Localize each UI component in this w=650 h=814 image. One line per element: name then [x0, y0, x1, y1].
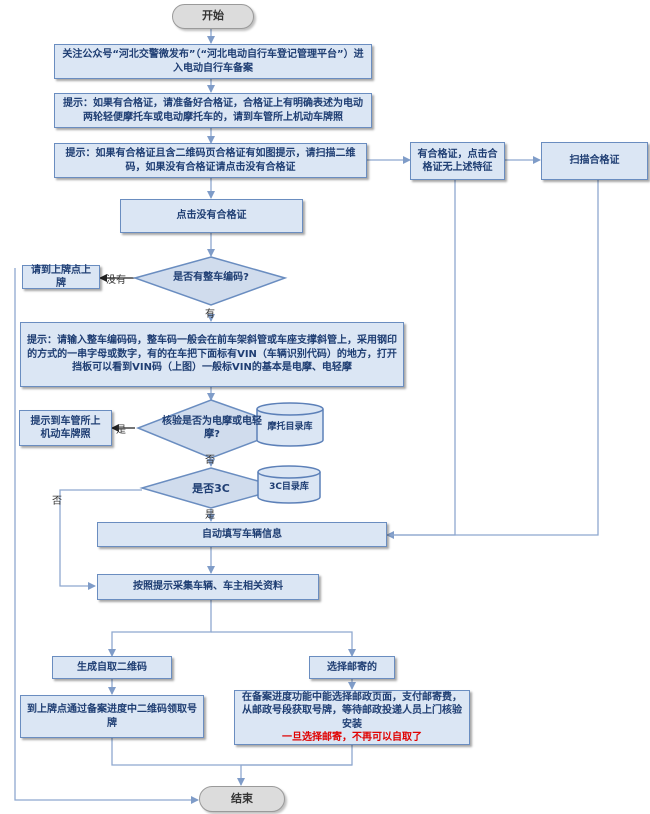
decision-3c: 是否3C	[192, 481, 230, 495]
click-no-cert-box: 点击没有合格证	[120, 199, 303, 233]
start-terminal: 开始	[172, 4, 254, 29]
pickup-box: 到上牌点通过备案进度中二维码领取号牌	[20, 695, 204, 738]
collect-info-box: 按照提示采集车辆、车主相关资料	[97, 574, 319, 600]
end-terminal: 结束	[199, 786, 285, 812]
mail-detail-box: 在备案进度功能中能选择邮政页面，支付邮寄费，从邮政号段获取号牌，等待邮政投递人员…	[234, 690, 470, 745]
db-3c-cylinder	[257, 465, 321, 504]
vin-hint-box: 提示：请输入整车编码码，整车码一般会在前车架斜管或车座支撑斜管上，采用钢印的方式…	[20, 322, 404, 387]
choose-mail-box: 选择邮寄的	[309, 656, 395, 679]
mail-warning-text: 一旦选择邮寄，不再可以自取了	[282, 732, 422, 743]
motor-db-label: 摩托目录库	[267, 421, 313, 432]
no-vin-action-box: 请到上牌点上牌	[22, 265, 100, 289]
decision-vin-shape	[132, 256, 288, 306]
motor-action-box: 提示到车管所上机动车牌照	[19, 410, 112, 446]
step-qr-hint: 提示：如果有合格证且含二维码页合格证有如图提示，请扫描二维码，如果没有合格证请点…	[54, 143, 367, 178]
label-no-vin: 没有	[106, 275, 126, 286]
label-has-vin: 有	[205, 309, 215, 320]
step-cert-hint: 提示：如果有合格证，请准备好合格证，合格证上有明确表述为电动两轮轻便摩托车或电动…	[54, 93, 372, 128]
auto-fill-box: 自动填写车辆信息	[97, 522, 387, 547]
db-3c-label: 3C目录库	[269, 481, 309, 492]
step-follow-account: 关注公众号“河北交警微发布”（“河北电动自行车登记管理平台”）进入电动自行车备案	[54, 44, 372, 79]
decision-vin: 是否有整车编码?	[173, 272, 249, 284]
scan-cert-box: 扫描合格证	[541, 142, 648, 180]
label-3c-yes: 是	[205, 510, 215, 521]
has-cert-box: 有合格证，点击合格证无上述特征	[410, 142, 505, 180]
decision-motor: 核验是否为电摩或电轻摩?	[162, 415, 262, 441]
label-motor-no: 否	[205, 455, 215, 466]
label-3c-no: 否	[52, 496, 62, 507]
label-motor-yes: 是	[116, 425, 126, 436]
gen-qr-box: 生成自取二维码	[52, 656, 172, 679]
mail-detail-text: 在备案进度功能中能选择邮政页面，支付邮寄费，从邮政号段获取号牌，等待邮政投递人员…	[242, 691, 462, 730]
